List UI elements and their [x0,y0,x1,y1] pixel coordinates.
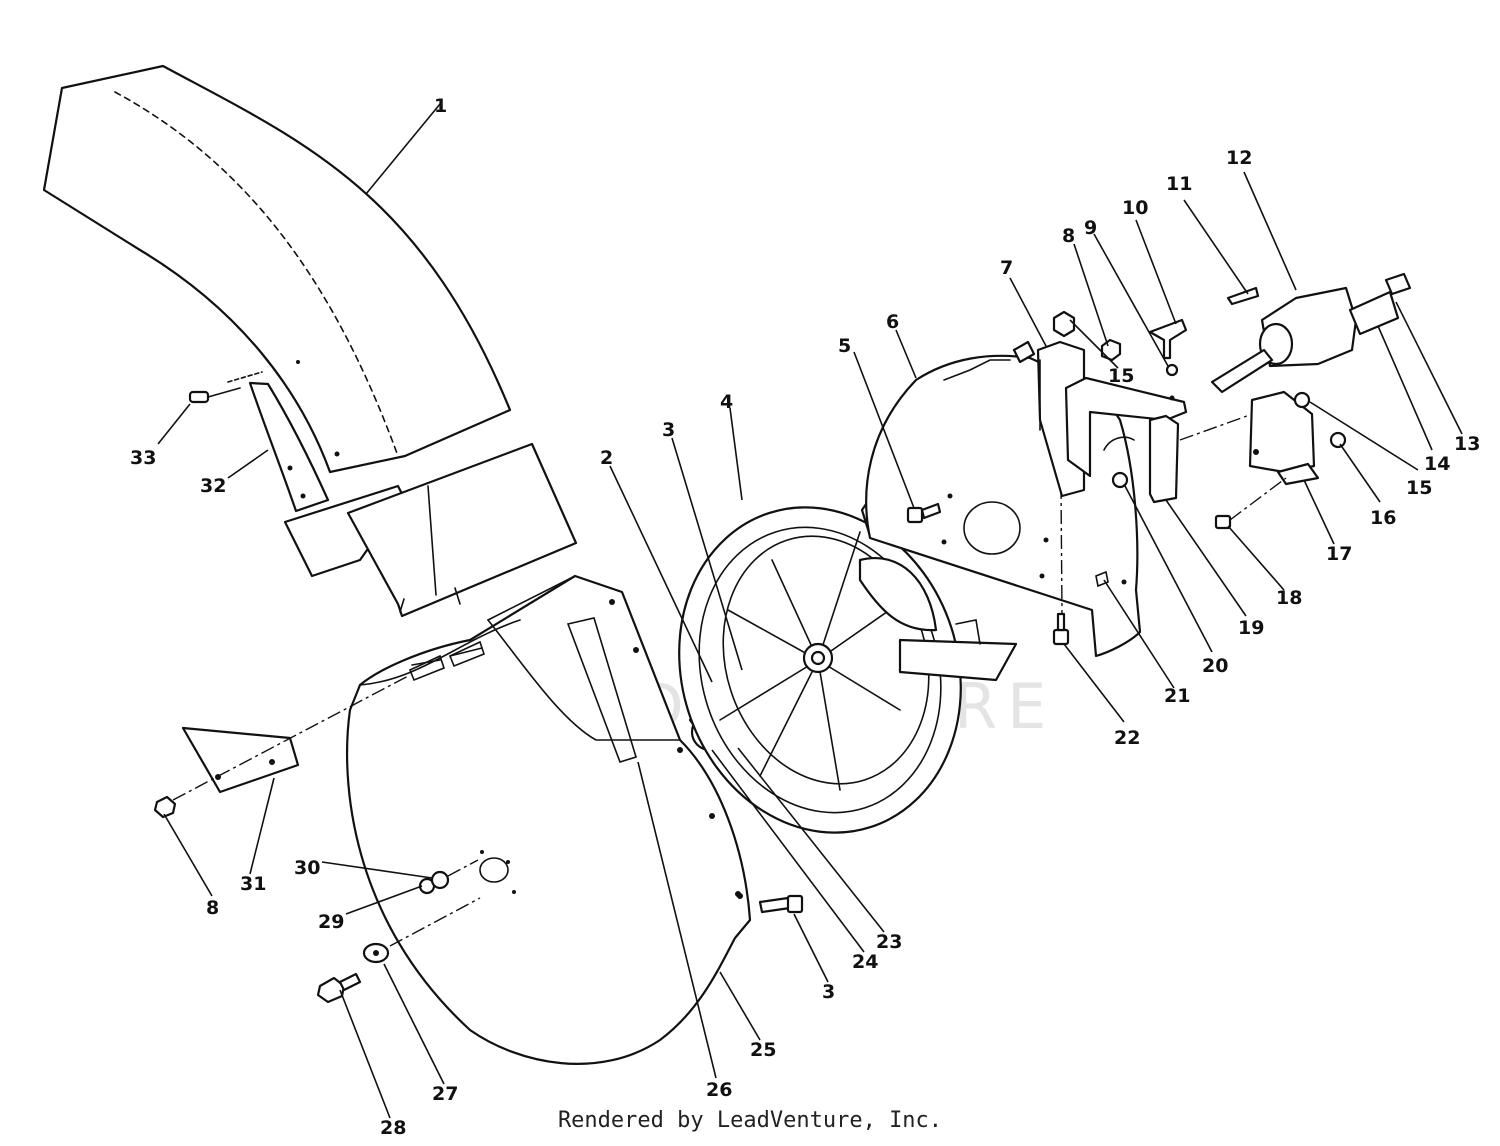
callout-4: 4 [720,391,733,413]
callout-15a: 15 [1108,365,1134,387]
callout-26: 26 [706,1079,732,1101]
hardware-left [153,795,481,1004]
callout-29: 29 [318,911,344,933]
callout-14: 14 [1424,453,1450,475]
callout-23: 23 [876,931,902,953]
callout-1: 1 [434,95,447,117]
callout-11: 11 [1166,173,1192,195]
mounting-plate [172,674,411,801]
callout-21: 21 [1164,685,1190,707]
callout-9: 9 [1084,217,1097,239]
blower-housing [346,574,752,1065]
callout-3b: 3 [822,981,835,1003]
callout-15b: 15 [1406,477,1432,499]
callout-2: 2 [600,447,613,469]
callout-8b: 8 [206,897,219,919]
callout-5: 5 [838,335,851,357]
render-credit: Rendered by LeadVenture, Inc. [557,1108,943,1133]
callout-32: 32 [200,475,226,497]
housing-bolt [737,893,804,914]
discharge-chute [42,64,512,474]
callout-labels: 1 2 3 4 5 6 7 8 9 10 11 12 13 14 15 15 1… [130,95,1480,1139]
chute-bracket [248,381,330,513]
callout-28: 28 [380,1117,406,1139]
callout-6: 6 [886,311,899,333]
callout-16: 16 [1370,507,1396,529]
callout-17: 17 [1326,543,1352,565]
callout-22: 22 [1114,727,1140,749]
chute-screw [188,371,263,404]
callout-24: 24 [852,951,878,973]
callout-3: 3 [662,419,675,441]
callout-20: 20 [1202,655,1228,677]
callout-10: 10 [1122,197,1148,219]
chute-transition [283,442,578,618]
callout-12: 12 [1226,147,1252,169]
callout-13: 13 [1454,433,1480,455]
leader-lines [157,103,1463,1119]
callout-30: 30 [294,857,320,879]
drive-bracket [1036,310,1259,504]
callout-27: 27 [432,1083,458,1105]
callout-19: 19 [1238,617,1264,639]
callout-8: 8 [1062,225,1075,247]
callout-25: 25 [750,1039,776,1061]
callout-31: 31 [240,873,266,895]
callout-33: 33 [130,447,156,469]
drive-unit [1210,272,1412,394]
callout-18: 18 [1276,587,1302,609]
callout-7: 7 [1000,257,1013,279]
motor-mount [1214,390,1347,530]
